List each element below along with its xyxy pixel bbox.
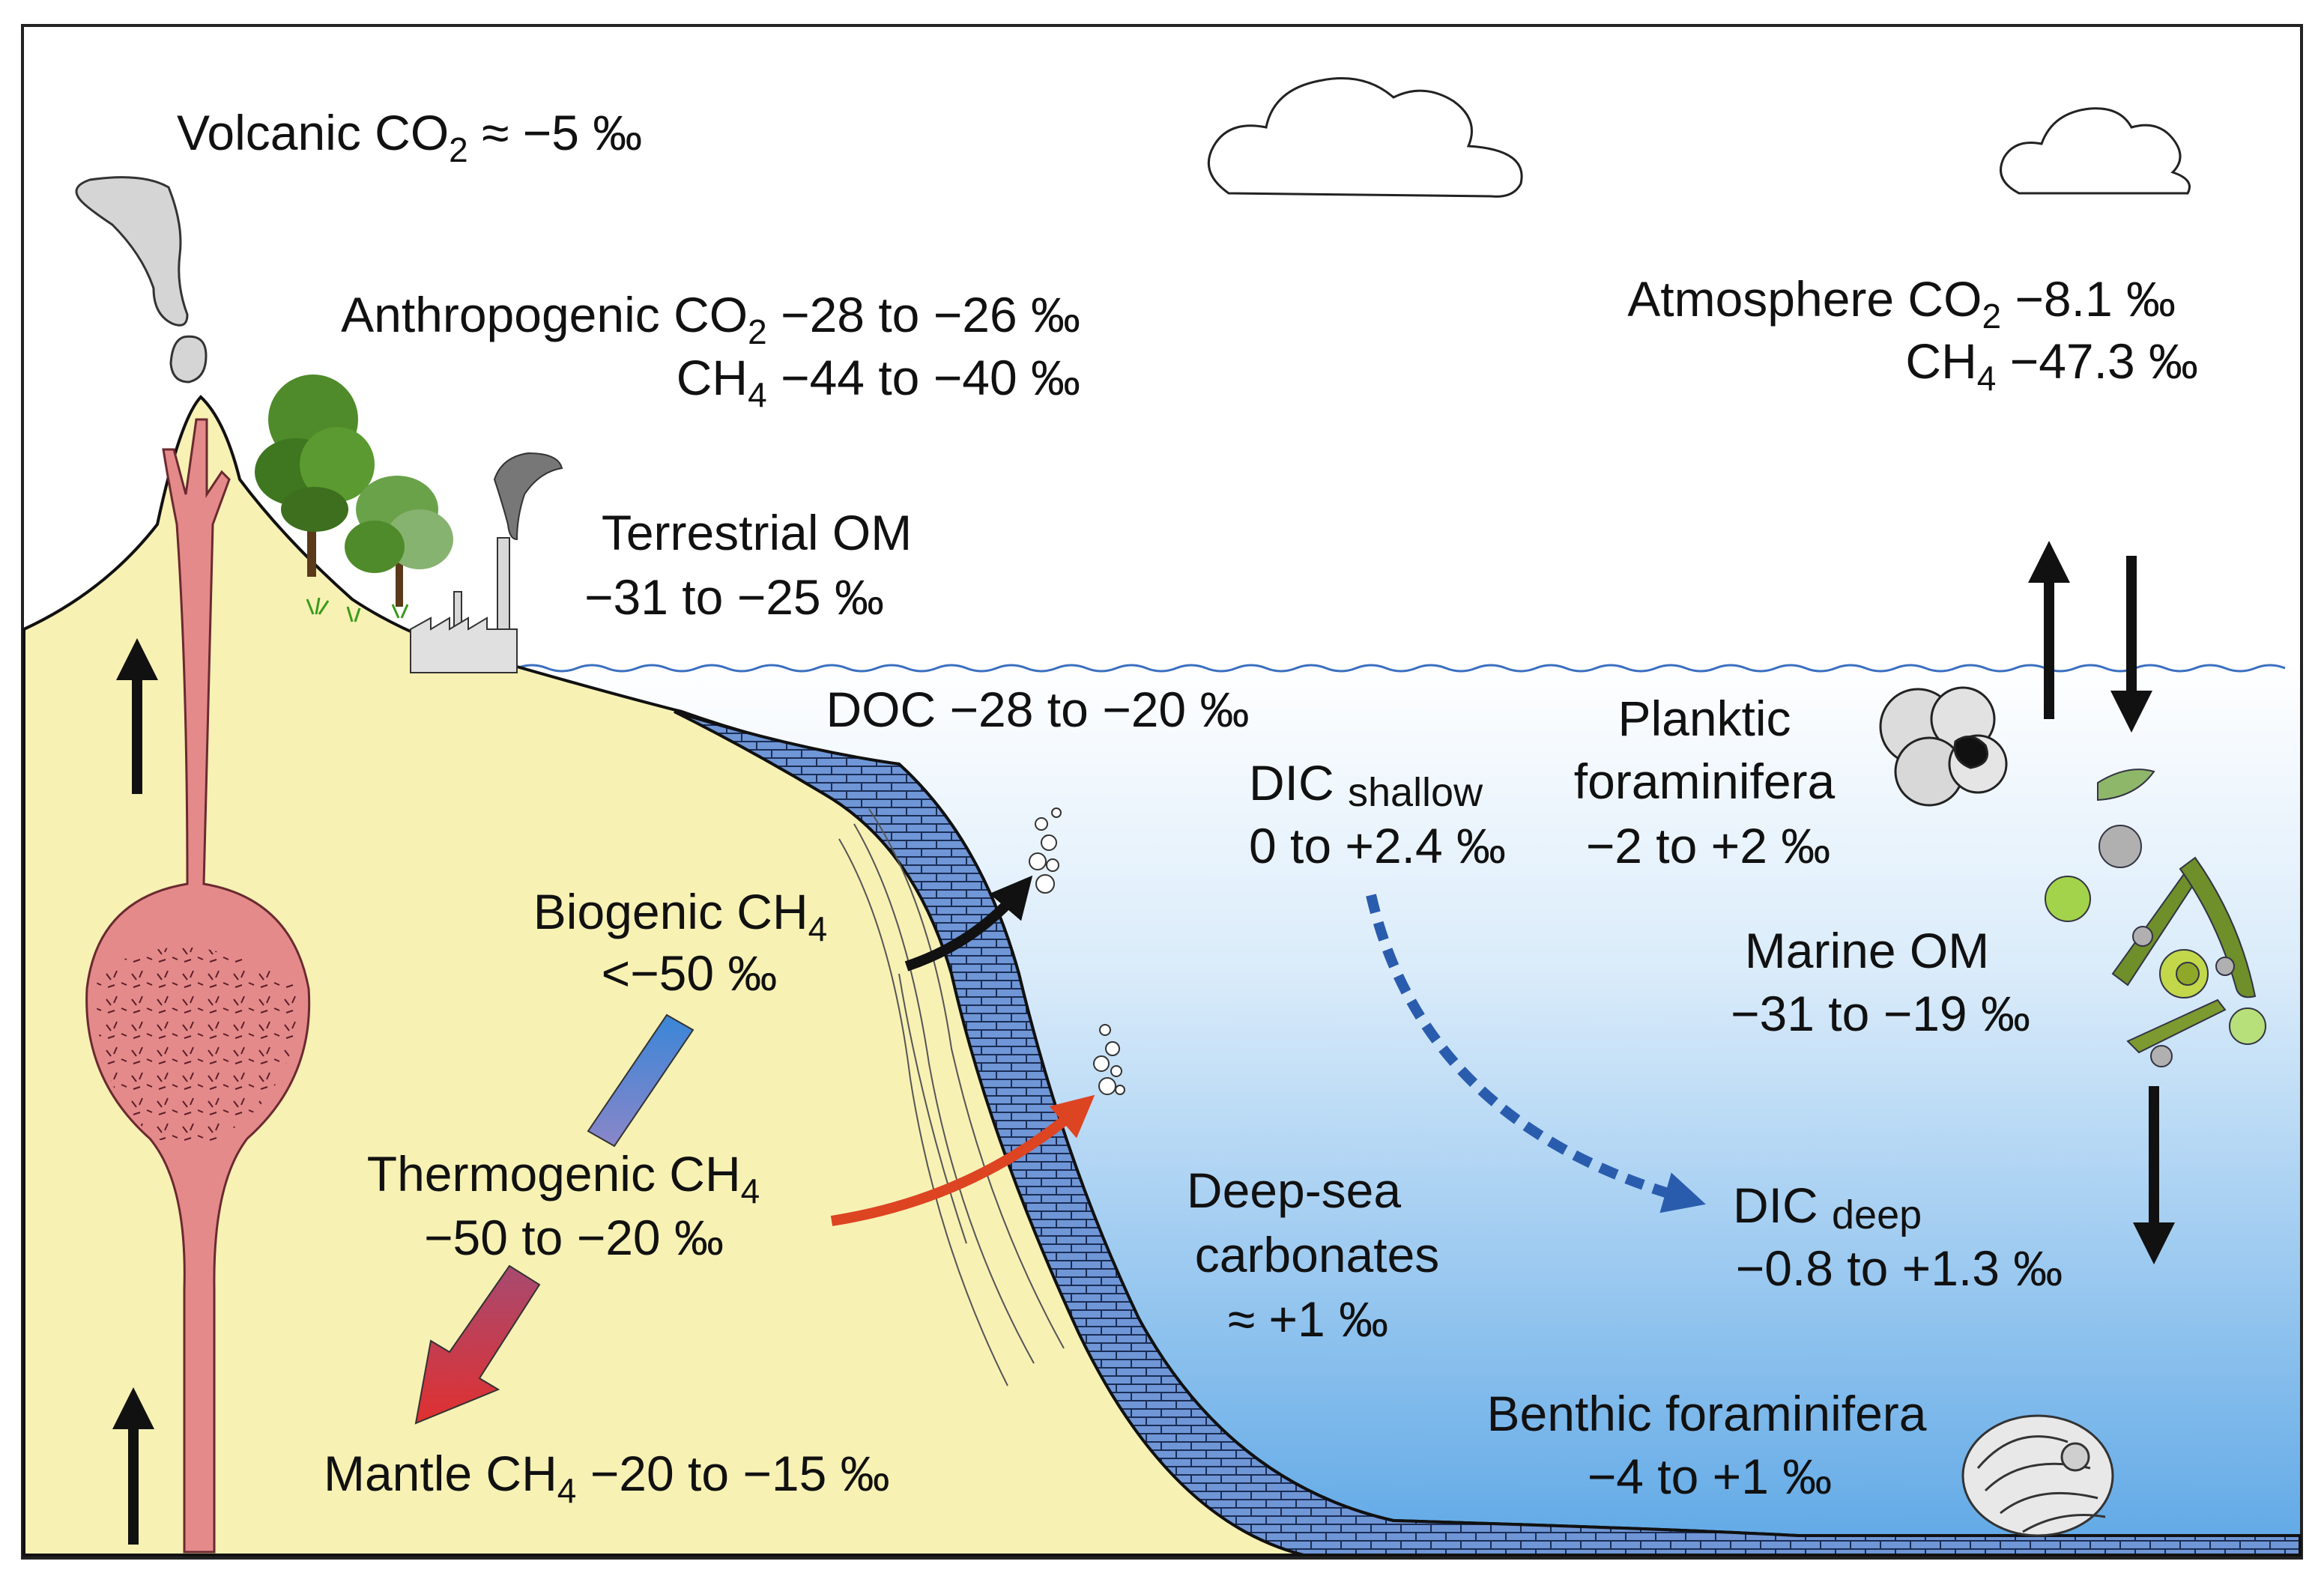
planktic-title-1: Planktic bbox=[1618, 691, 1791, 746]
planktic-title-2: foraminifera bbox=[1574, 754, 1836, 809]
dic-shallow-value: 0 to +2.4 ‰ bbox=[1249, 818, 1506, 873]
planktic-foraminifera-icon bbox=[1879, 686, 2008, 807]
biogenic-ch4-value: <−50 ‰ bbox=[602, 945, 778, 1001]
deep-sea-carbonates-title-1: Deep-sea bbox=[1187, 1163, 1401, 1218]
dic-shallow-title: DIC shallow bbox=[1249, 755, 1483, 815]
marine-om-value: −31 to −19 ‰ bbox=[1731, 986, 2030, 1041]
atmosphere-co2-label: Atmosphere CO2 −8.1 ‰ bbox=[1627, 271, 2176, 336]
cloud-icon bbox=[1207, 76, 1523, 198]
deep-sea-carbonates-value: ≈ +1 ‰ bbox=[1228, 1291, 1388, 1347]
terrestrial-om-title: Terrestrial OM bbox=[602, 505, 912, 560]
sediment-lines bbox=[838, 808, 1065, 1387]
thermogenic-seep-arrow bbox=[830, 1094, 1095, 1226]
magma-texture bbox=[97, 947, 300, 1146]
dic-transfer-arrow bbox=[1366, 894, 1706, 1213]
terrestrial-om-value: −31 to −25 ‰ bbox=[584, 569, 884, 625]
doc-label: DOC −28 to −20 ‰ bbox=[826, 682, 1250, 737]
bubbles-icon bbox=[1029, 807, 1125, 1095]
biogenic-to-thermogenic-bar bbox=[587, 1013, 695, 1148]
volcano-plume-icon bbox=[75, 176, 208, 384]
biogenic-ch4-title: Biogenic CH4 bbox=[533, 884, 827, 948]
planktic-value: −2 to +2 ‰ bbox=[1586, 818, 1831, 873]
volcanic-co2-label: Volcanic CO2 ≈ −5 ‰ bbox=[177, 105, 642, 169]
benthic-foraminifera-icon bbox=[1961, 1414, 2114, 1537]
biogenic-seep-arrow bbox=[904, 875, 1033, 972]
benthic-foraminifera-title: Benthic foraminifera bbox=[1487, 1386, 1927, 1441]
dic-deep-value: −0.8 to +1.3 ‰ bbox=[1736, 1240, 2063, 1296]
sea-surface bbox=[516, 664, 2286, 673]
flux-arrows bbox=[112, 541, 2175, 1545]
thermogenic-ch4-value: −50 to −20 ‰ bbox=[424, 1210, 724, 1265]
cloud-icon bbox=[2000, 107, 2191, 195]
phytoplankton-icon bbox=[2045, 769, 2266, 1067]
marine-om-title: Marine OM bbox=[1745, 923, 1989, 978]
anthropogenic-ch4-label: CH4 −44 to −40 ‰ bbox=[677, 350, 1080, 414]
thermogenic-to-mantle-arrow bbox=[414, 1264, 541, 1425]
factory-icon bbox=[410, 452, 563, 673]
dic-deep-title: DIC deep bbox=[1733, 1178, 1922, 1237]
deep-sea-carbonates-title-2: carbonates bbox=[1195, 1227, 1440, 1282]
anthropogenic-co2-label: Anthropogenic CO2 −28 to −26 ‰ bbox=[341, 287, 1080, 351]
mantle-ch4-label: Mantle CH4 −20 to −15 ‰ bbox=[324, 1446, 890, 1510]
atmosphere-ch4-label: CH4 −47.3 ‰ bbox=[1905, 333, 2198, 398]
benthic-foraminifera-value: −4 to +1 ‰ bbox=[1588, 1449, 1833, 1504]
tree-icon bbox=[255, 375, 453, 622]
thermogenic-ch4-title: Thermogenic CH4 bbox=[367, 1146, 760, 1210]
